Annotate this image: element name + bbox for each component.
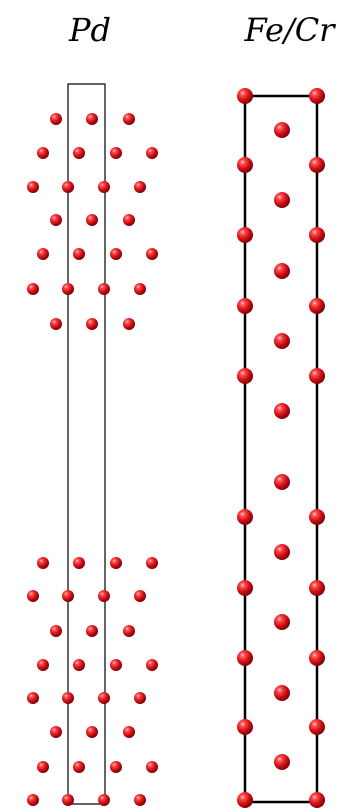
pd-atom <box>134 181 146 193</box>
fecr-center-atom <box>274 754 290 770</box>
pd-atom <box>50 113 62 125</box>
pd-atom <box>50 318 62 330</box>
fecr-center-atom <box>274 122 290 138</box>
pd-atom <box>86 625 98 637</box>
fecr-corner-atom <box>309 157 325 173</box>
fecr-corner-atom <box>237 157 253 173</box>
fecr-corner-atom <box>237 650 253 666</box>
pd-atom <box>73 248 85 260</box>
pd-atom <box>98 181 110 193</box>
fecr-corner-atom <box>237 792 253 808</box>
pd-atom <box>123 214 135 226</box>
pd-atom <box>98 590 110 602</box>
pd-atom <box>73 761 85 773</box>
pd-atom <box>50 214 62 226</box>
pd-panel-label: Pd <box>68 11 111 49</box>
pd-atom <box>73 659 85 671</box>
pd-atom <box>73 147 85 159</box>
fecr-atoms-group <box>237 88 325 808</box>
fecr-corner-atom <box>237 88 253 104</box>
pd-atom <box>37 248 49 260</box>
pd-atom <box>50 726 62 738</box>
pd-atom <box>123 318 135 330</box>
pd-atom <box>27 692 39 704</box>
pd-atom <box>110 147 122 159</box>
pd-atom <box>37 557 49 569</box>
pd-atom <box>146 659 158 671</box>
pd-atom <box>110 659 122 671</box>
pd-atom <box>73 557 85 569</box>
pd-atom <box>98 692 110 704</box>
fecr-corner-atom <box>309 580 325 596</box>
pd-atom <box>86 113 98 125</box>
fecr-center-atom <box>274 333 290 349</box>
pd-atom <box>86 214 98 226</box>
pd-atom <box>62 181 74 193</box>
pd-atom <box>146 761 158 773</box>
pd-atom <box>62 794 74 806</box>
pd-atom <box>134 794 146 806</box>
pd-atom <box>62 283 74 295</box>
fecr-corner-atom <box>309 509 325 525</box>
pd-atom <box>146 147 158 159</box>
pd-atom <box>110 248 122 260</box>
fecr-corner-atom <box>237 368 253 384</box>
pd-atom <box>27 590 39 602</box>
pd-atom <box>27 181 39 193</box>
pd-atom <box>86 726 98 738</box>
pd-atom <box>146 557 158 569</box>
pd-atom <box>134 283 146 295</box>
pd-unit-cell-outline <box>67 83 106 805</box>
fecr-center-atom <box>274 192 290 208</box>
pd-atom <box>62 590 74 602</box>
pd-atom <box>86 318 98 330</box>
fecr-corner-atom <box>237 227 253 243</box>
pd-atom <box>110 761 122 773</box>
pd-atom <box>123 113 135 125</box>
pd-atom <box>110 557 122 569</box>
fecr-center-atom <box>274 685 290 701</box>
fecr-center-atom <box>274 614 290 630</box>
fecr-corner-atom <box>309 298 325 314</box>
pd-atom <box>134 692 146 704</box>
pd-atom <box>146 248 158 260</box>
pd-atom <box>98 794 110 806</box>
fecr-corner-atom <box>309 227 325 243</box>
fecr-center-atom <box>274 474 290 490</box>
fecr-panel-label: Fe/Cr <box>244 11 335 49</box>
fecr-corner-atom <box>237 509 253 525</box>
pd-structure-panel <box>27 83 158 806</box>
fecr-corner-atom <box>237 580 253 596</box>
pd-atom <box>50 625 62 637</box>
pd-atom <box>37 147 49 159</box>
fecr-corner-atom <box>309 792 325 808</box>
pd-atom <box>37 761 49 773</box>
fecr-center-atom <box>274 263 290 279</box>
pd-atom <box>123 625 135 637</box>
pd-atom <box>134 590 146 602</box>
fecr-corner-atom <box>309 719 325 735</box>
pd-atom <box>98 283 110 295</box>
fecr-corner-atom <box>309 88 325 104</box>
fecr-unit-cell-outline <box>243 94 319 804</box>
fecr-corner-atom <box>309 368 325 384</box>
pd-atom <box>27 794 39 806</box>
fecr-corner-atom <box>237 298 253 314</box>
pd-atoms-group <box>27 113 158 806</box>
fecr-center-atom <box>274 403 290 419</box>
fecr-corner-atom <box>237 719 253 735</box>
pd-atom <box>62 692 74 704</box>
pd-atom <box>123 726 135 738</box>
fecr-corner-atom <box>309 650 325 666</box>
fecr-center-atom <box>274 544 290 560</box>
pd-atom <box>37 659 49 671</box>
fecr-structure-panel <box>237 88 325 808</box>
pd-atom <box>27 283 39 295</box>
